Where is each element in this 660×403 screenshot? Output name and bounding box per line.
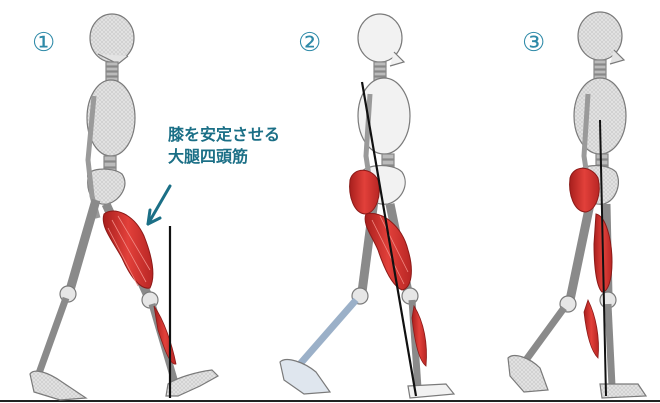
back-femur-3 <box>570 204 590 300</box>
back-tibia-2 <box>300 300 356 364</box>
back-tibia-1 <box>38 298 66 376</box>
panel-number-2: ② <box>298 30 321 56</box>
back-foot-3 <box>508 356 548 392</box>
quadriceps-1 <box>103 211 153 288</box>
gluteal-muscle-3 <box>570 168 600 212</box>
neck-spine-1 <box>106 62 118 81</box>
front-tibia-3 <box>608 304 612 386</box>
back-tibia-3 <box>526 308 564 360</box>
calf-muscle-3 <box>584 300 599 358</box>
skull-1 <box>90 14 134 62</box>
back-foot-1 <box>30 371 86 400</box>
arrow-to-quadriceps <box>148 186 170 224</box>
back-femur-1 <box>70 200 96 290</box>
panel-number-3: ③ <box>522 30 545 56</box>
quadriceps-2 <box>365 213 411 290</box>
neck-spine-3 <box>594 60 606 79</box>
quadriceps-annotation: 膝を安定させる 大腿四頭筋 <box>168 124 280 168</box>
annotation-line-1: 膝を安定させる <box>168 124 280 146</box>
back-foot-2 <box>280 360 330 394</box>
annotation-line-2: 大腿四頭筋 <box>168 146 280 168</box>
skeleton-1 <box>30 14 218 400</box>
gluteal-muscle-2 <box>350 170 380 214</box>
panel-number-1: ① <box>32 30 55 56</box>
